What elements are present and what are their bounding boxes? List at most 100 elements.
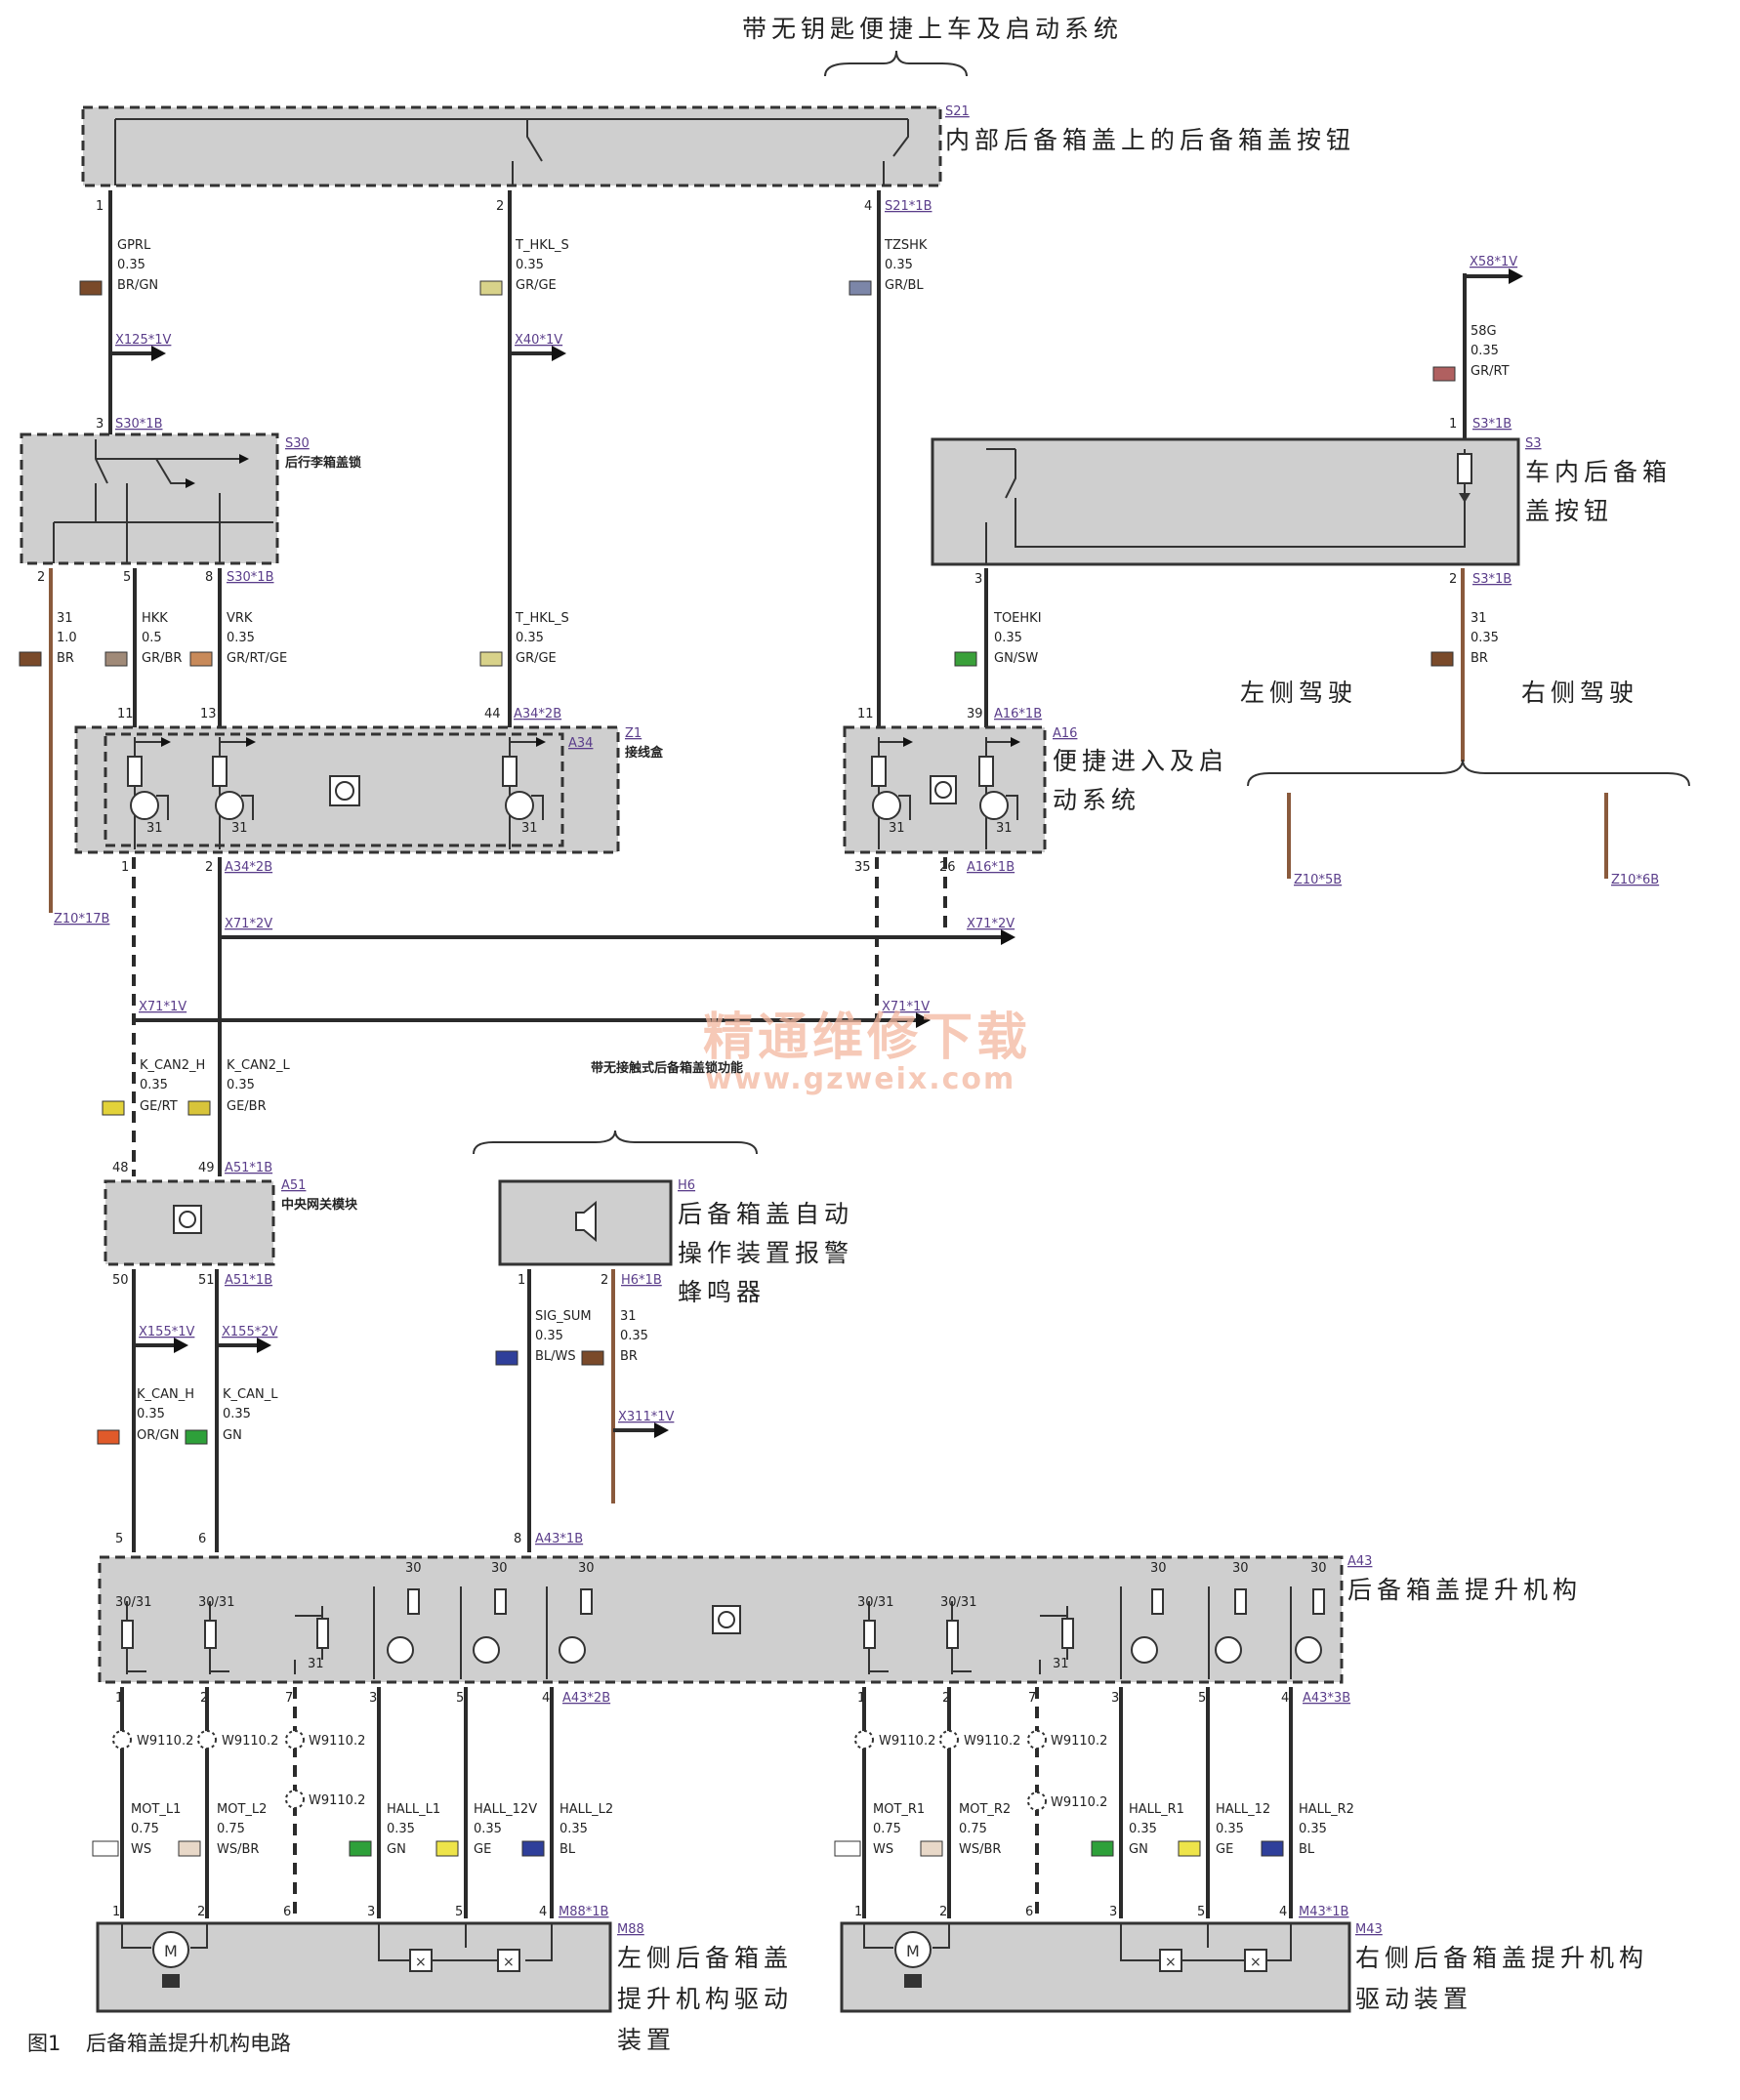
wire-label: 0.35 — [1471, 631, 1499, 645]
a34-code: A34 — [568, 736, 593, 751]
wire-color-swatch — [1091, 1840, 1114, 1857]
pin: 7 — [1028, 1691, 1036, 1706]
s3-code: S3 — [1525, 436, 1542, 451]
pin: 26 — [939, 860, 956, 875]
wire-label: 0.35 — [140, 1078, 168, 1092]
wire-label: GE — [1216, 1842, 1233, 1857]
connector-label: H6*1B — [621, 1273, 662, 1288]
connector-label: A16*1B — [967, 860, 1015, 875]
pin: 8 — [205, 570, 213, 585]
pin: 5 — [1198, 1691, 1206, 1706]
keyless-brace — [824, 50, 968, 77]
h6-name: 操作装置报警 — [678, 1239, 853, 1267]
connector-label: Z10*5B — [1294, 873, 1342, 887]
pin: 2 — [1449, 572, 1457, 587]
wire-label: WS/BR — [959, 1842, 1001, 1857]
wire-label: 0.75 — [873, 1822, 901, 1836]
pin: 50 — [112, 1273, 129, 1288]
wire-label: GR/BL — [885, 278, 924, 293]
wire-color-swatch — [521, 1840, 545, 1857]
connector-label: A51*1B — [225, 1161, 272, 1175]
wire-label: 0.35 — [1216, 1822, 1244, 1836]
wire-color-swatch — [178, 1840, 201, 1857]
pin: 48 — [112, 1161, 129, 1175]
wire-label: 0.35 — [994, 631, 1022, 645]
a43-code: A43 — [1347, 1554, 1372, 1569]
wire-label: 58G — [1471, 324, 1497, 339]
wire-label: GE/RT — [140, 1099, 178, 1114]
wire-label: MOT_R1 — [873, 1802, 925, 1817]
pin: 4 — [1281, 1691, 1289, 1706]
pin: 31 — [996, 821, 1013, 836]
wire-color-swatch — [79, 280, 103, 296]
wire-label: 0.35 — [1129, 1822, 1157, 1836]
wire-label: 0.5 — [142, 631, 162, 645]
pin: 1 — [518, 1273, 525, 1288]
a51-name: 中央网关模块 — [281, 1197, 358, 1213]
wire-label: 0.35 — [516, 631, 544, 645]
pin: 2 — [601, 1273, 608, 1288]
wire-label: HALL_12V — [474, 1802, 537, 1817]
m43-code: M43 — [1355, 1922, 1383, 1937]
pin: 44 — [484, 707, 501, 721]
wire-label: GR/RT — [1471, 364, 1510, 379]
h6-name: 后备箱盖自动 — [678, 1200, 853, 1228]
wire-label: HKK — [142, 611, 168, 626]
pin: 2 — [205, 860, 213, 875]
wire-color-swatch — [1432, 366, 1456, 382]
wire-color-swatch — [435, 1840, 459, 1857]
pin: 35 — [854, 860, 871, 875]
wire-label: K_CAN_L — [223, 1387, 278, 1402]
wire-color-swatch — [349, 1840, 372, 1857]
a51-ecu-icon — [173, 1205, 202, 1234]
connector-label: X71*2V — [225, 917, 272, 931]
wire-label: BR/GN — [117, 278, 158, 293]
arrow-icon — [174, 1338, 188, 1353]
wire-label: GR/GE — [516, 278, 557, 293]
connector-label: A51*1B — [225, 1273, 272, 1288]
s3-switch-lines — [985, 448, 1466, 564]
pin: 31 — [308, 1657, 324, 1671]
connector-label: M43*1B — [1299, 1905, 1348, 1919]
connector-label: S21*1B — [885, 199, 932, 214]
pin: 30 — [1310, 1561, 1327, 1576]
z1-code: Z1 — [625, 726, 642, 741]
pin: 51 — [198, 1273, 215, 1288]
wire-label: 0.75 — [959, 1822, 987, 1836]
wire-label: BL — [559, 1842, 576, 1857]
shield-label: W9110.2 — [1051, 1734, 1107, 1749]
module-s3 — [931, 437, 1520, 566]
pin: 1 — [96, 199, 104, 214]
a16-code: A16 — [1053, 726, 1077, 741]
figure-number: 图1 — [27, 2032, 61, 2055]
pin: 30 — [578, 1561, 595, 1576]
pin: 1 — [115, 1691, 123, 1706]
pin: 5 — [123, 570, 131, 585]
pin: 2 — [197, 1905, 205, 1919]
wire-label: 0.35 — [387, 1822, 415, 1836]
pin: 3 — [1111, 1691, 1119, 1706]
shield-label: W9110.2 — [222, 1734, 278, 1749]
wire-label: GPRL — [117, 238, 151, 253]
a43-circuits — [121, 1586, 1325, 1679]
left-drive-label: 左侧驾驶 — [1240, 679, 1357, 707]
m88-code: M88 — [617, 1922, 644, 1937]
wire-label: 0.35 — [227, 1078, 255, 1092]
pin: 2 — [200, 1691, 208, 1706]
wire-label: 31 — [620, 1309, 637, 1324]
wire-label: 0.35 — [620, 1329, 648, 1343]
wire-label: WS — [873, 1842, 893, 1857]
wire-label: 0.75 — [217, 1822, 245, 1836]
wire-label: SIG_SUM — [535, 1309, 592, 1324]
pin: 3 — [369, 1691, 377, 1706]
wire-label: MOT_L2 — [217, 1802, 267, 1817]
pin: 1 — [121, 860, 129, 875]
connector-label: X311*1V — [618, 1410, 674, 1424]
motor-icon: M — [164, 1942, 178, 1960]
pin: 11 — [117, 707, 134, 721]
connector-label: A16*1B — [994, 707, 1042, 721]
wire-color-swatch — [19, 651, 42, 667]
shield-label: W9110.2 — [1051, 1795, 1107, 1810]
wire-label: HALL_R1 — [1129, 1802, 1184, 1817]
s3-led-icon — [1459, 493, 1471, 503]
